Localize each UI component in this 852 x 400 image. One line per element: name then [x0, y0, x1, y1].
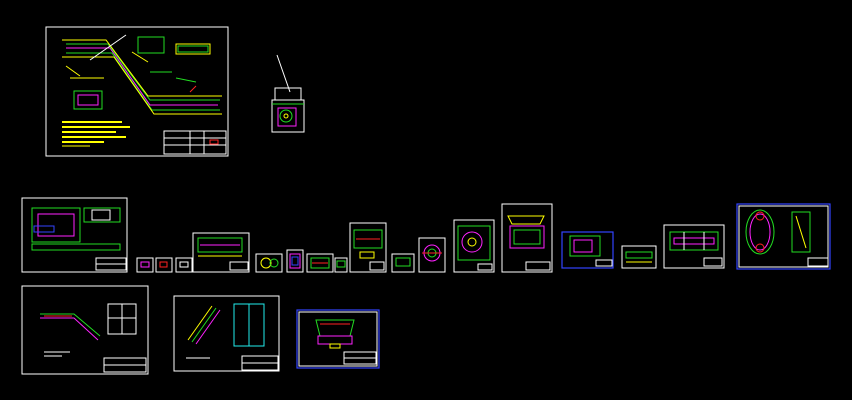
drawing-sheet-tiny-3[interactable] [175, 257, 193, 273]
drawing-sheet-housing[interactable] [501, 203, 553, 273]
drawing-sheet-chain-guide[interactable] [173, 295, 280, 372]
drawing-sheet-shaft-detail[interactable] [349, 222, 387, 273]
drawing-sheet-tiny-2[interactable] [155, 257, 173, 273]
drawing-sheet-hopper[interactable] [296, 309, 380, 369]
drawing-sheet-rail-section[interactable] [192, 232, 250, 273]
drawing-sheet-sprocket-small[interactable] [255, 253, 283, 273]
drawing-side-view-detail[interactable] [271, 54, 305, 133]
drawing-sheet-plate[interactable] [306, 253, 334, 273]
drawing-sheet-tiny-4[interactable] [334, 257, 348, 273]
drawing-sheet-bracket[interactable] [286, 249, 304, 273]
drawing-sheet-main-assembly[interactable] [45, 26, 229, 157]
drawing-sheet-elevation[interactable] [21, 285, 149, 375]
drawing-sheet-sprocket-large[interactable] [453, 219, 495, 273]
drawing-sheet-drive-assembly[interactable] [736, 203, 831, 270]
drawing-sheet-pin[interactable] [391, 253, 415, 273]
drawing-sheet-wheel[interactable] [418, 237, 446, 273]
drawing-sheet-bearing-seat[interactable] [561, 231, 614, 269]
drawing-sheet-tiny-1[interactable] [136, 257, 154, 273]
drawing-sheet-beam[interactable] [621, 245, 657, 269]
drawing-sheet-frame-plan[interactable] [21, 197, 128, 273]
drawing-sheet-side-frame[interactable] [663, 224, 725, 269]
